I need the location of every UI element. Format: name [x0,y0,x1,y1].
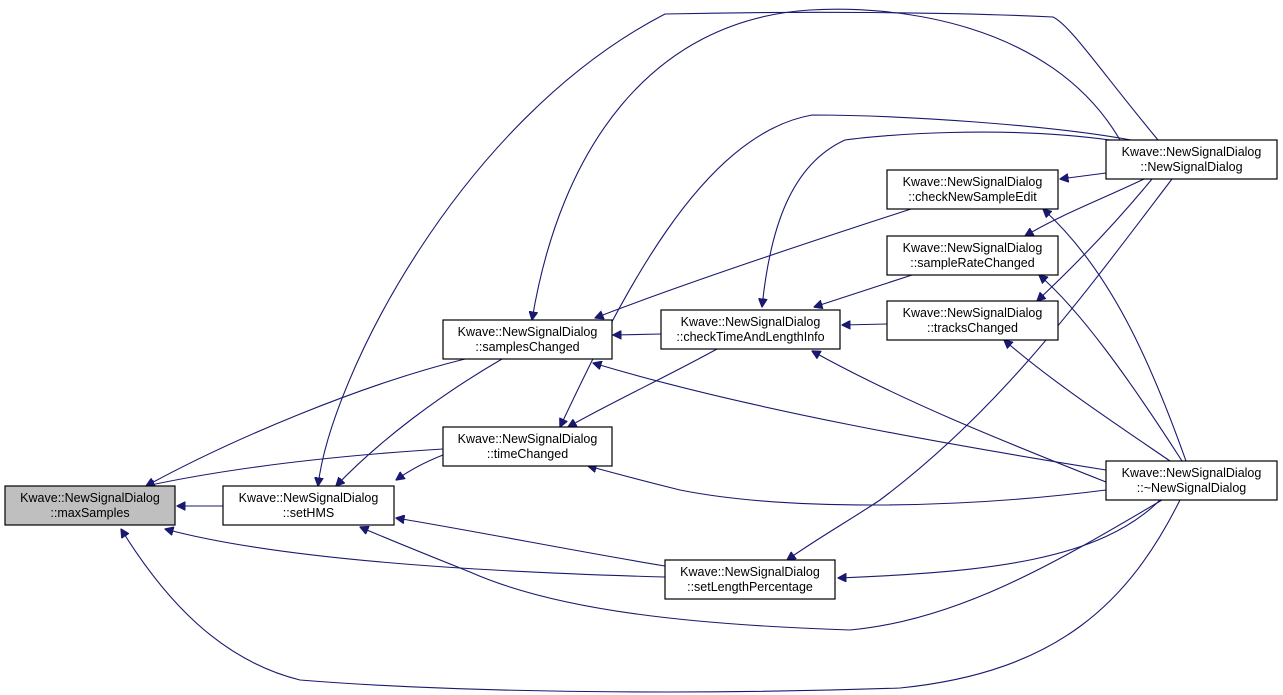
edge-ctor-to-sampleRateChanged [1025,178,1145,236]
node-box [1105,139,1278,180]
edge-ctor-to-setLengthPercentage [787,178,1173,560]
node-method-label: ::NewSignalDialog [1140,160,1242,174]
node-setHMS[interactable]: Kwave::NewSignalDialog::setHMS [222,485,395,526]
node-ctor[interactable]: Kwave::NewSignalDialog::NewSignalDialog [1105,139,1278,180]
node-namespace-label: Kwave::NewSignalDialog [903,306,1043,320]
node-method-label: ::setLengthPercentage [687,580,813,594]
edge-dtor-to-samplesChanged [593,363,1107,471]
edge-setLengthPercentage-to-maxSamples [165,529,666,578]
edge-tracksChanged-to-checkTimeAndLengthInfo [842,324,888,325]
edge-timeChanged-to-maxSamples [146,448,444,486]
node-namespace-label: Kwave::NewSignalDialog [458,432,598,446]
node-method-label: ::checkTimeAndLengthInfo [676,330,824,344]
edges-layer [121,8,1187,693]
node-box [886,235,1059,276]
node-namespace-label: Kwave::NewSignalDialog [903,175,1043,189]
edge-dtor-to-maxSamples [121,499,1181,693]
node-box [442,426,613,467]
edge-dtor-to-setLengthPercentage [838,499,1161,578]
node-tracksChanged[interactable]: Kwave::NewSignalDialog::tracksChanged [886,300,1059,341]
node-method-label: ::~NewSignalDialog [1137,481,1246,495]
node-box [4,485,176,526]
node-checkTimeAndLengthInfo[interactable]: Kwave::NewSignalDialog::checkTimeAndLeng… [660,309,841,350]
node-sampleRateChanged[interactable]: Kwave::NewSignalDialog::sampleRateChange… [886,235,1059,276]
edge-samplesChanged-to-setHMS [336,358,503,486]
edge-checkTimeAndLengthInfo-to-timeChanged [568,348,718,427]
node-namespace-label: Kwave::NewSignalDialog [681,315,821,329]
node-method-label: ::timeChanged [487,447,568,461]
edge-ctor-to-checkNewSampleEdit [1060,172,1107,179]
edge-timeChanged-to-setHMS [396,454,444,480]
node-namespace-label: Kwave::NewSignalDialog [1122,466,1262,480]
edge-checkTimeAndLengthInfo-to-samplesChanged [613,334,662,335]
node-box [660,309,841,350]
node-dtor[interactable]: Kwave::NewSignalDialog::~NewSignalDialog [1105,460,1278,501]
node-checkNewSampleEdit[interactable]: Kwave::NewSignalDialog::checkNewSampleEd… [886,169,1059,210]
node-maxSamples[interactable]: Kwave::NewSignalDialog::maxSamples [4,485,176,526]
node-box [222,485,395,526]
edge-ctor-to-samplesChanged [532,8,1121,320]
edge-ctor-to-checkTimeAndLengthInfo [762,131,1111,307]
edge-dtor-to-timeChanged [588,466,1107,506]
node-box [442,319,613,360]
node-namespace-label: Kwave::NewSignalDialog [903,241,1043,255]
edge-samplesChanged-to-maxSamples [146,358,466,486]
node-box [886,169,1059,210]
edge-checkNewSampleEdit-to-samplesChanged [595,208,912,318]
node-method-label: ::maxSamples [50,506,129,520]
node-namespace-label: Kwave::NewSignalDialog [1122,145,1262,159]
node-method-label: ::setHMS [283,506,334,520]
node-method-label: ::sampleRateChanged [910,256,1034,270]
node-box [886,300,1059,341]
nodes-layer: Kwave::NewSignalDialog::maxSamplesKwave:… [4,139,1278,600]
node-box [1105,460,1278,501]
node-setLengthPercentage[interactable]: Kwave::NewSignalDialog::setLengthPercent… [664,559,836,600]
edge-setLengthPercentage-to-setHMS [396,518,666,567]
edge-sampleRateChanged-to-checkTimeAndLengthInfo [814,274,913,307]
node-method-label: ::checkNewSampleEdit [908,190,1037,204]
node-box [664,559,836,600]
edge-ctor-to-timeChanged [560,114,1132,427]
edge-dtor-to-tracksChanged [1004,340,1171,462]
edge-dtor-to-setHMS [360,499,1163,631]
edge-ctor-to-tracksChanged [1037,178,1153,301]
edge-dtor-to-checkTimeAndLengthInfo [812,351,1107,483]
node-namespace-label: Kwave::NewSignalDialog [239,491,379,505]
edge-dtor-to-sampleRateChanged [1039,275,1183,462]
node-namespace-label: Kwave::NewSignalDialog [680,565,820,579]
edge-ctor-to-setHMS [318,11,1159,486]
node-namespace-label: Kwave::NewSignalDialog [20,491,160,505]
node-timeChanged[interactable]: Kwave::NewSignalDialog::timeChanged [442,426,613,467]
node-samplesChanged[interactable]: Kwave::NewSignalDialog::samplesChanged [442,319,613,360]
node-method-label: ::samplesChanged [475,340,579,354]
node-namespace-label: Kwave::NewSignalDialog [458,325,598,339]
edge-dtor-to-checkNewSampleEdit [1043,209,1187,462]
node-method-label: ::tracksChanged [927,321,1018,335]
